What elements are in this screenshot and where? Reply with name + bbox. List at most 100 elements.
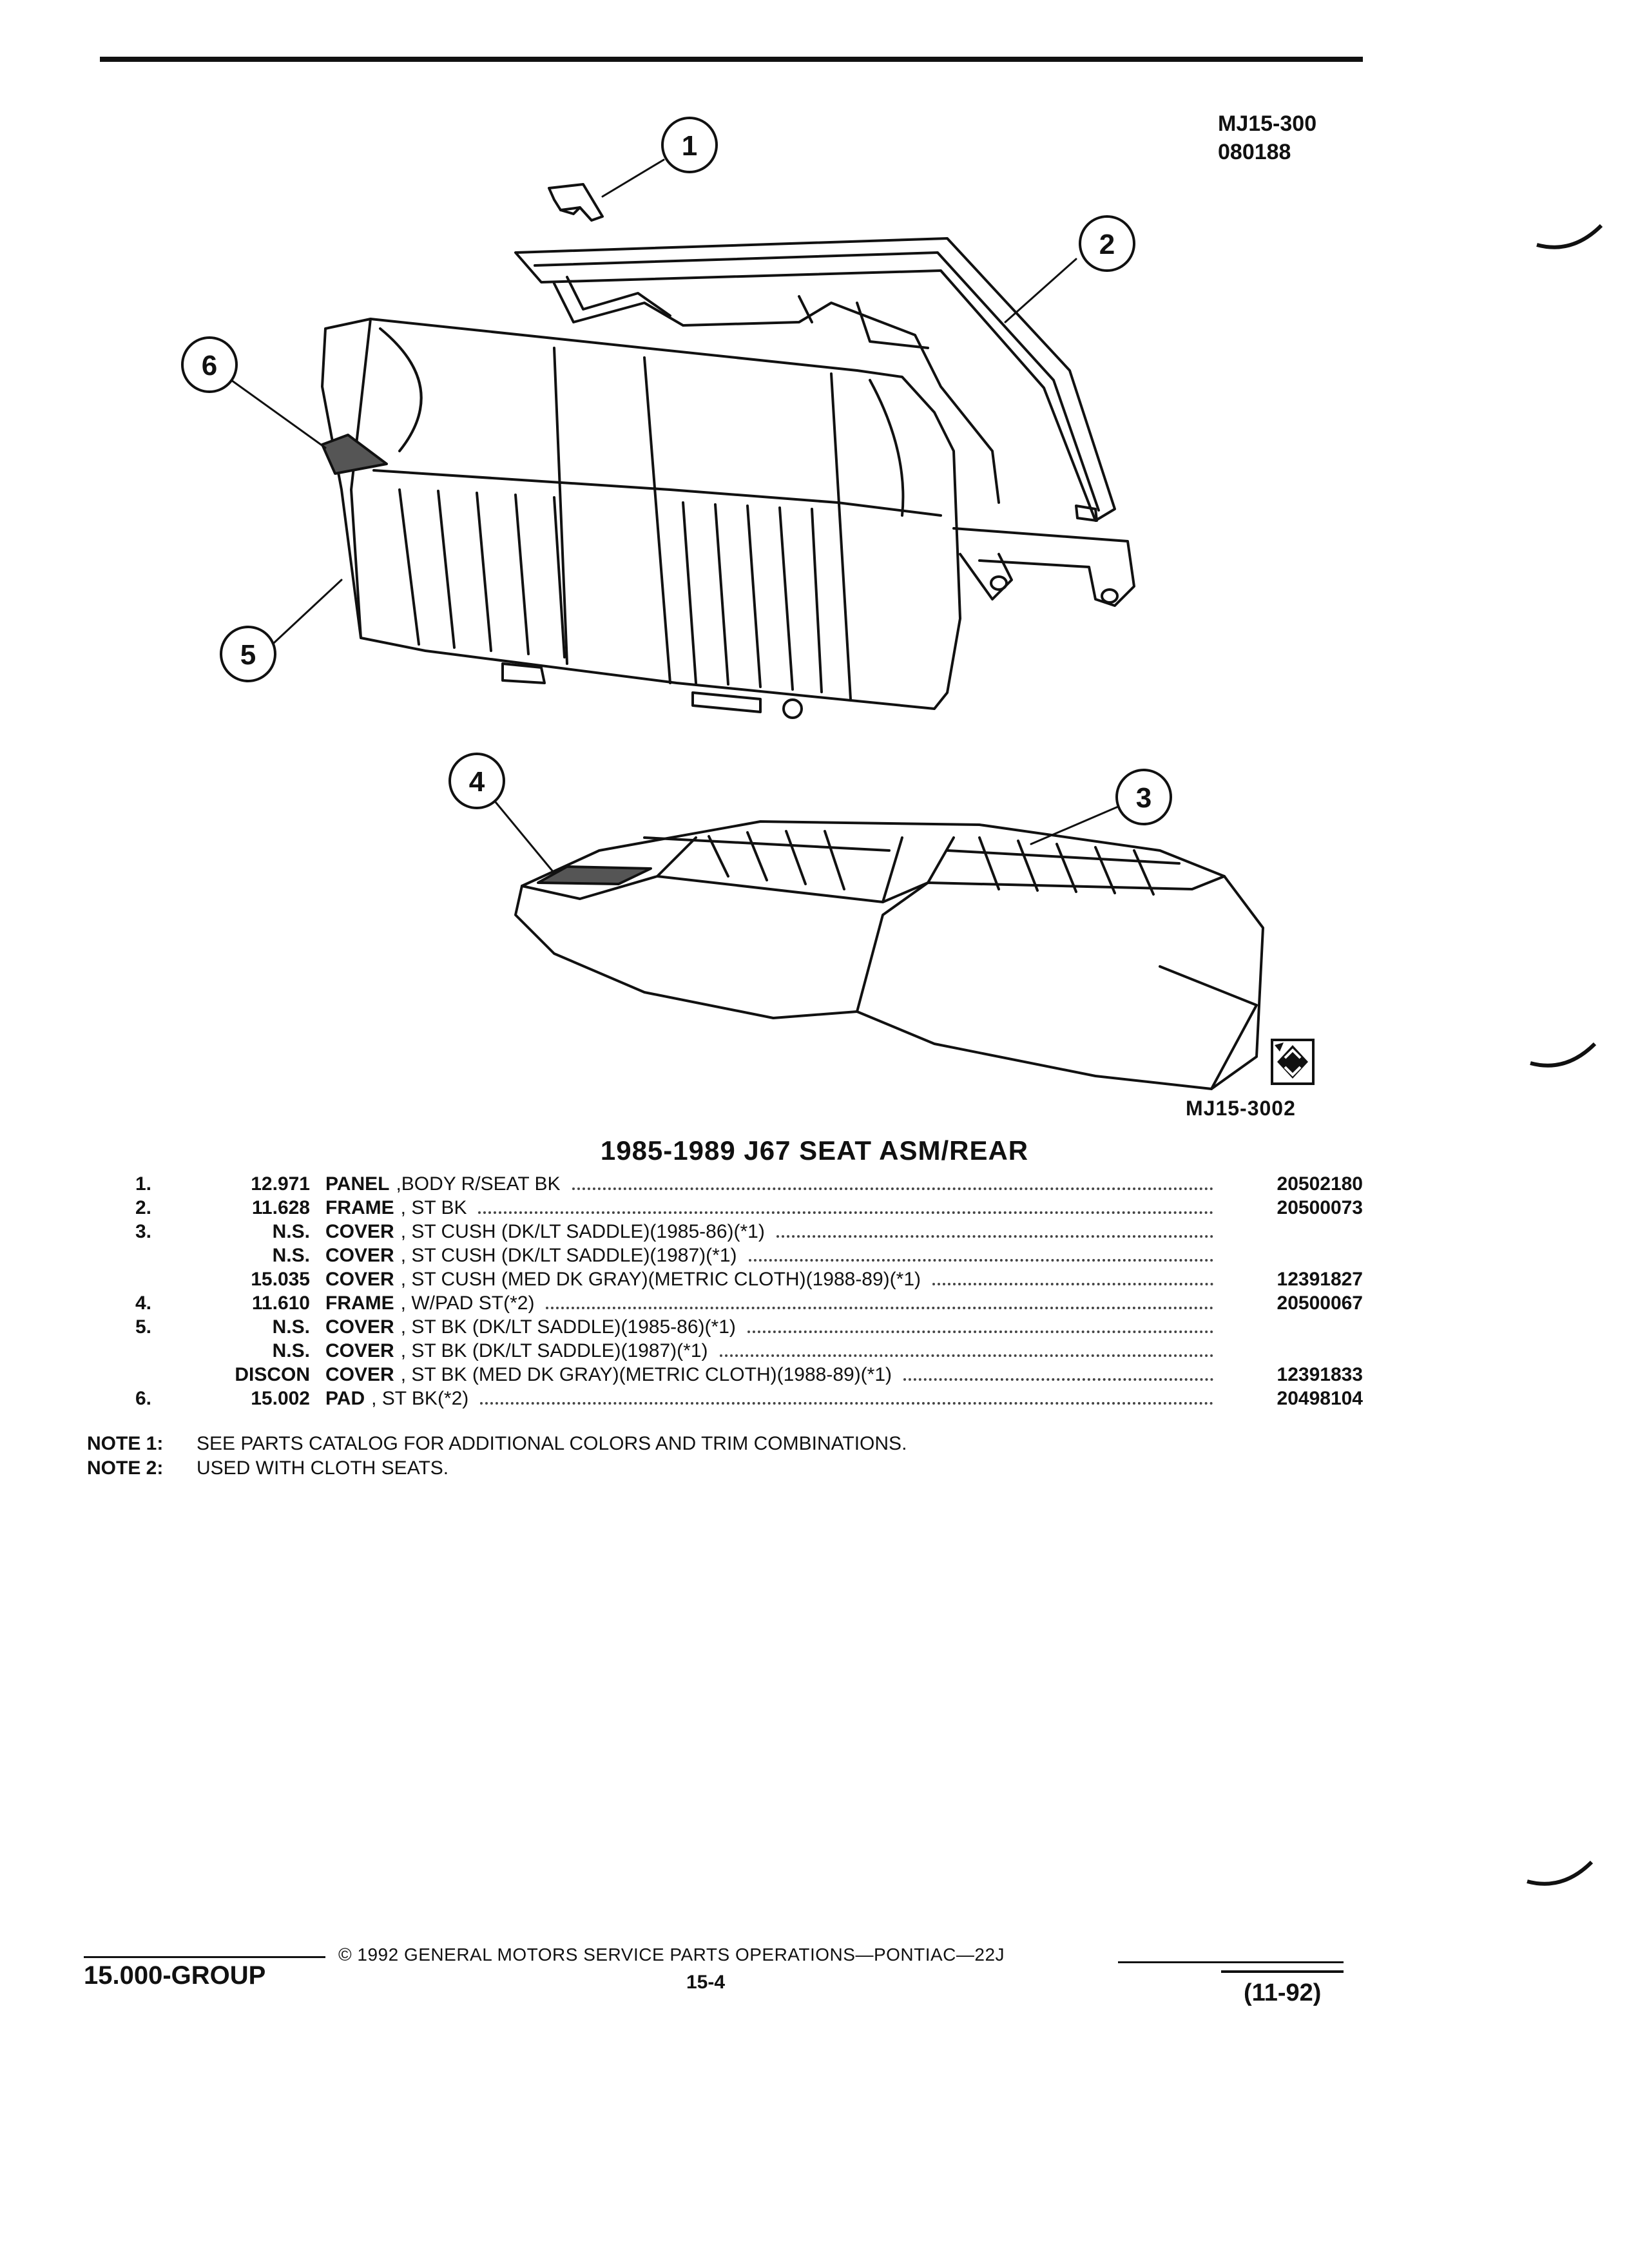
footer-rule-left bbox=[84, 1956, 325, 1958]
binder-mark bbox=[1527, 1860, 1594, 1886]
parts-row: 6. 15.002 PAD , ST BK(*2) 20498104 bbox=[135, 1386, 1363, 1410]
dot-leader bbox=[480, 1402, 1213, 1405]
catalog-code: N.S. bbox=[272, 1316, 310, 1338]
footer-rule-right-lower bbox=[1221, 1970, 1344, 1973]
part-name: PAD bbox=[325, 1388, 365, 1409]
part-number: 20500073 bbox=[1277, 1197, 1363, 1218]
catalog-code: N.S. bbox=[272, 1245, 310, 1266]
part-name: COVER bbox=[325, 1269, 394, 1290]
parts-row: N.S. COVER , ST CUSH (DK/LT SADDLE)(1987… bbox=[135, 1243, 1363, 1267]
part-number: 20500067 bbox=[1277, 1293, 1363, 1314]
note-text: USED WITH CLOTH SEATS. bbox=[197, 1457, 449, 1479]
svg-text:1: 1 bbox=[682, 130, 697, 162]
part-name: COVER bbox=[325, 1316, 394, 1338]
item-number: 4. bbox=[135, 1293, 152, 1314]
dot-leader bbox=[747, 1331, 1213, 1333]
catalog-code: N.S. bbox=[272, 1340, 310, 1361]
part-5-seat-back-cover bbox=[321, 318, 961, 719]
footer-copyright: © 1992 GENERAL MOTORS SERVICE PARTS OPER… bbox=[338, 1945, 1005, 1965]
section-title: 1985-1989 J67 SEAT ASM/REAR bbox=[600, 1135, 1029, 1166]
footer-rule-right bbox=[1118, 1961, 1344, 1963]
parts-row: DISCON COVER , ST BK (MED DK GRAY)(METRI… bbox=[135, 1362, 1363, 1386]
part-number: 12391833 bbox=[1277, 1364, 1363, 1385]
part-name: PANEL bbox=[325, 1173, 390, 1195]
callout-4: 4 bbox=[448, 753, 505, 809]
dot-leader bbox=[478, 1211, 1213, 1214]
part-description: , W/PAD ST(*2) bbox=[400, 1293, 535, 1314]
parts-row: 5. N.S. COVER , ST BK (DK/LT SADDLE)(198… bbox=[135, 1314, 1363, 1338]
catalog-code: 12.971 bbox=[251, 1173, 310, 1195]
item-number: 3. bbox=[135, 1221, 152, 1242]
part-number: 20502180 bbox=[1277, 1173, 1363, 1195]
catalog-code: 15.035 bbox=[251, 1269, 310, 1290]
part-name: COVER bbox=[325, 1364, 394, 1385]
parts-row: 1. 12.971 PANEL ,BODY R/SEAT BK 20502180 bbox=[135, 1171, 1363, 1195]
reference-code: MJ15-300 bbox=[1218, 111, 1317, 136]
part-name: COVER bbox=[325, 1340, 394, 1361]
item-number: 2. bbox=[135, 1197, 152, 1218]
part-name: FRAME bbox=[325, 1293, 394, 1314]
footer-page-number: 15-4 bbox=[686, 1972, 726, 1993]
note-2: NOTE 2: USED WITH CLOTH SEATS. bbox=[87, 1456, 907, 1481]
dot-leader bbox=[572, 1187, 1213, 1190]
part-number: 20498104 bbox=[1277, 1388, 1363, 1409]
catalog-code: 11.628 bbox=[251, 1197, 310, 1218]
catalog-code: DISCON bbox=[235, 1364, 310, 1385]
part-4-frame-with-pad bbox=[537, 865, 652, 885]
dot-leader bbox=[932, 1283, 1213, 1285]
item-number: 6. bbox=[135, 1388, 152, 1409]
footer-group: 15.000-GROUP bbox=[84, 1961, 266, 1990]
binder-mark bbox=[1536, 224, 1603, 249]
part-description: , ST BK (DK/LT SADDLE)(1985-86)(*1) bbox=[400, 1316, 736, 1338]
dot-leader bbox=[748, 1259, 1213, 1262]
part-description: , ST BK (MED DK GRAY)(METRIC CLOTH)(1988… bbox=[400, 1364, 892, 1385]
reference-date: 080188 bbox=[1218, 140, 1291, 164]
callout-3: 3 bbox=[1115, 769, 1172, 825]
catalog-code: 15.002 bbox=[251, 1388, 310, 1409]
part-description: , ST CUSH (DK/LT SADDLE)(1985-86)(*1) bbox=[400, 1221, 765, 1242]
part-name: COVER bbox=[325, 1221, 394, 1242]
part-description: , ST BK(*2) bbox=[371, 1388, 469, 1409]
figure-id: MJ15-3002 bbox=[1186, 1097, 1296, 1120]
dot-leader bbox=[546, 1307, 1213, 1309]
catalog-code: N.S. bbox=[272, 1221, 310, 1242]
dot-leader bbox=[903, 1378, 1213, 1381]
top-rule bbox=[100, 57, 1363, 62]
callout-5: 5 bbox=[220, 626, 276, 682]
callout-1: 1 bbox=[661, 117, 718, 173]
parts-row: 15.035 COVER , ST CUSH (MED DK GRAY)(MET… bbox=[135, 1267, 1363, 1291]
callout-leaders bbox=[221, 159, 1119, 874]
part-name: COVER bbox=[325, 1245, 394, 1266]
callout-6: 6 bbox=[181, 336, 238, 393]
parts-row: 4. 11.610 FRAME , W/PAD ST(*2) 20500067 bbox=[135, 1291, 1363, 1314]
dot-leader bbox=[776, 1235, 1213, 1238]
footer-revision-date: (11-92) bbox=[1244, 1979, 1322, 2006]
svg-text:6: 6 bbox=[202, 350, 217, 381]
item-number: 1. bbox=[135, 1173, 152, 1195]
seat-assembly-diagram: 1 2 3 4 5 6 bbox=[181, 117, 1264, 1090]
parts-row: N.S. COVER , ST BK (DK/LT SADDLE)(1987)(… bbox=[135, 1338, 1363, 1362]
catalog-code: 11.610 bbox=[251, 1293, 310, 1314]
part-name: FRAME bbox=[325, 1197, 394, 1218]
note-label: NOTE 1: bbox=[87, 1433, 164, 1454]
note-label: NOTE 2: bbox=[87, 1457, 164, 1479]
binder-mark bbox=[1530, 1042, 1597, 1068]
note-text: SEE PARTS CATALOG FOR ADDITIONAL COLORS … bbox=[197, 1433, 907, 1454]
part-description: , ST BK bbox=[400, 1197, 467, 1218]
item-number: 5. bbox=[135, 1316, 152, 1338]
part-number: 12391827 bbox=[1277, 1269, 1363, 1290]
part-description: ,BODY R/SEAT BK bbox=[396, 1173, 561, 1195]
note-1: NOTE 1: SEE PARTS CATALOG FOR ADDITIONAL … bbox=[87, 1432, 907, 1456]
part-2-seat-back-frame bbox=[514, 237, 1135, 607]
dot-leader bbox=[719, 1354, 1213, 1357]
part-6-seat-back-pad bbox=[321, 434, 388, 475]
part-3-seat-cushion-cover bbox=[514, 820, 1264, 1090]
parts-row: 3. N.S. COVER , ST CUSH (DK/LT SADDLE)(1… bbox=[135, 1219, 1363, 1243]
part-description: , ST CUSH (DK/LT SADDLE)(1987)(*1) bbox=[400, 1245, 737, 1266]
svg-text:3: 3 bbox=[1136, 782, 1152, 814]
svg-text:4: 4 bbox=[469, 766, 485, 798]
parts-list: 1. 12.971 PANEL ,BODY R/SEAT BK 20502180… bbox=[135, 1171, 1363, 1410]
service-logo-icon bbox=[1271, 1039, 1315, 1085]
callout-2: 2 bbox=[1079, 215, 1135, 272]
reference-block: MJ15-300 080188 bbox=[1218, 110, 1316, 166]
